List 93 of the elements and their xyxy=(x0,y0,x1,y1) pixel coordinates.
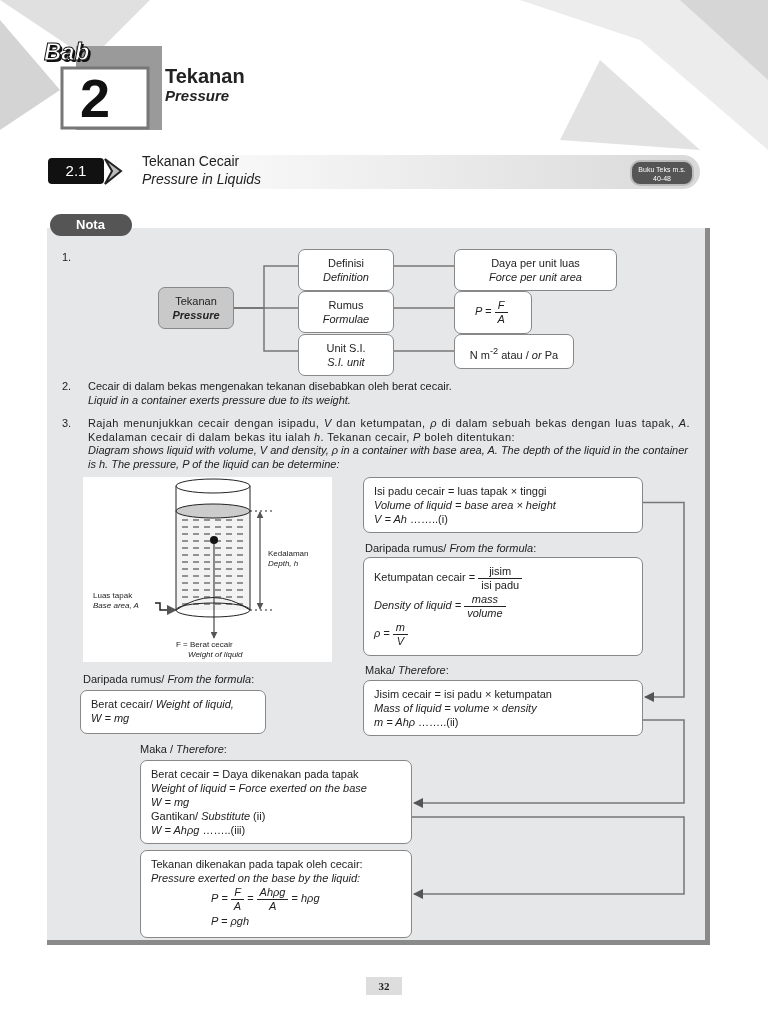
connector-line xyxy=(233,307,299,352)
fraction-numerator: F xyxy=(230,886,245,900)
label-text: F = Berat cecair xyxy=(176,640,233,650)
connector-arrow xyxy=(642,501,685,703)
box-text: Rumus xyxy=(328,299,364,311)
box-text: P = xyxy=(211,892,228,905)
label-text: Kedalaman xyxy=(268,549,309,559)
box-text: P = xyxy=(475,305,492,318)
fraction-numerator: F xyxy=(494,299,508,313)
text-box xyxy=(363,680,643,736)
text-box xyxy=(363,557,643,656)
box-text: Tekanan dikenakan pada tapak oleh cecair: xyxy=(151,858,363,870)
box-text: Mass of liquid = volume × density xyxy=(374,702,537,714)
chapter-title: Tekanan xyxy=(165,64,245,88)
box-text: Volume of liquid = base area × height xyxy=(374,499,556,511)
box-text: Ketumpatan cecair = xyxy=(374,571,476,584)
text-box xyxy=(454,291,532,334)
box-text: = hρg xyxy=(291,892,320,905)
box-text: V = Ah ……..(i) xyxy=(374,513,448,525)
fraction-denominator: volume xyxy=(466,607,504,620)
note-text: Maka / Therefore: xyxy=(140,742,227,756)
box-text: N m$^{-2}$ atau / or Pa xyxy=(469,348,559,361)
fraction-numerator: mass xyxy=(464,593,506,607)
text-box xyxy=(80,690,266,734)
box-text: Pressure exerted on the base by the liquid: xyxy=(151,872,361,884)
fraction-denominator: A xyxy=(267,900,278,913)
note-text: Liquid in a container exerts pressure due to its weight. xyxy=(88,393,351,407)
note-text: Rajah menunjukkan cecair dengan isipadu, V dan ketumpatan, ρ di dalam sebuah bekas dengan luas tapak, A. Kedalaman cecair di dalam bekas itu ialah h. Tekanan cecair, P boleh ditentukan: xyxy=(88,416,690,444)
connector-arrow xyxy=(411,816,685,900)
label-text: Weight of liquid xyxy=(188,650,243,660)
fraction-denominator: A xyxy=(232,900,243,913)
section-number: 2.1 xyxy=(48,158,104,184)
connector-line xyxy=(393,265,455,267)
box-text: ρ = xyxy=(374,627,390,640)
note-text: Daripada rumus/ From the formula: xyxy=(365,541,537,555)
box-text: W = mg xyxy=(91,712,130,724)
box-text: W = mg xyxy=(151,796,190,808)
box-text: = xyxy=(247,892,254,905)
text-box xyxy=(140,760,412,844)
box-text: Berat cecair/ Weight of liquid, xyxy=(91,698,234,710)
box-text: Jisim cecair = isi padu × ketumpatan xyxy=(374,688,552,700)
text-box xyxy=(363,477,643,533)
leader-line xyxy=(154,602,178,616)
note-text: Maka/ Therefore: xyxy=(365,663,449,677)
connector-arrow xyxy=(412,719,685,809)
text-box xyxy=(454,334,574,369)
note-text: Cecair di dalam bekas mengenakan tekanan disebabkan oleh berat cecair. xyxy=(88,379,452,393)
text-box xyxy=(158,287,234,329)
fraction-numerator: Ahρg xyxy=(256,886,289,900)
box-text: P = ρgh xyxy=(211,915,249,927)
box-text: Density of liquid = xyxy=(374,599,462,612)
text-box xyxy=(298,249,394,291)
list-number: 2. xyxy=(62,379,72,393)
box-text: Tekanan xyxy=(175,295,217,307)
box-text: Isi padu cecair = luas tapak × tinggi xyxy=(374,485,547,497)
box-text: Pressure xyxy=(172,309,220,321)
connector-line xyxy=(393,350,455,352)
box-text: Daya per unit luas xyxy=(491,257,580,269)
section-tab: Nota xyxy=(50,214,132,236)
chapter-number: 2 xyxy=(80,68,111,128)
box-text: W = Ahρg ……..(iii) xyxy=(151,824,246,836)
label-text: Depth, h xyxy=(268,559,299,569)
text-box xyxy=(140,850,412,938)
box-text: m = Ahρ ……..(ii) xyxy=(374,716,459,728)
box-text: Unit S.I. xyxy=(326,342,366,354)
note-text: Daripada rumus/ From the formula: xyxy=(83,672,255,686)
fraction-denominator: V xyxy=(395,635,406,648)
note-text: Diagram shows liquid with volume, V and density, ρ in a container with base area, A. The depth of the liquid in the container is h. The pressure, P of the liquid can be determine: xyxy=(88,443,690,471)
box-text: Gantikan/ Substitute (ii) xyxy=(151,810,266,822)
text-box xyxy=(298,291,394,333)
fraction-numerator: m xyxy=(392,621,408,635)
list-number: 3. xyxy=(62,416,72,430)
label-text: Luas tapak xyxy=(93,591,133,600)
fraction-denominator: isi padu xyxy=(480,579,521,592)
section-title: Tekanan Cecair xyxy=(142,153,240,170)
label-text: Base area, A xyxy=(93,601,139,610)
box-text: S.I. unit xyxy=(327,356,365,368)
text-box xyxy=(454,249,617,291)
box-text: Definisi xyxy=(327,257,365,269)
base-ellipse xyxy=(175,602,251,618)
chapter-subtitle: Pressure xyxy=(165,87,230,105)
box-text: Definition xyxy=(323,271,369,283)
list-number: 1. xyxy=(62,250,72,264)
box-text: Force per unit area xyxy=(489,271,582,283)
section-subtitle: Pressure in Liquids xyxy=(142,171,262,188)
box-text: Weight of liquid = Force exerted on the base xyxy=(151,782,367,794)
fraction-numerator: jisim xyxy=(478,565,523,579)
text-box xyxy=(298,334,394,376)
chapter-label: Bab xyxy=(44,38,90,66)
box-text: Berat cecair = Daya dikenakan pada tapak xyxy=(151,768,359,780)
box-text: Formulae xyxy=(322,313,370,325)
page-number: 32 xyxy=(366,977,402,995)
fraction-denominator: A xyxy=(496,313,506,326)
